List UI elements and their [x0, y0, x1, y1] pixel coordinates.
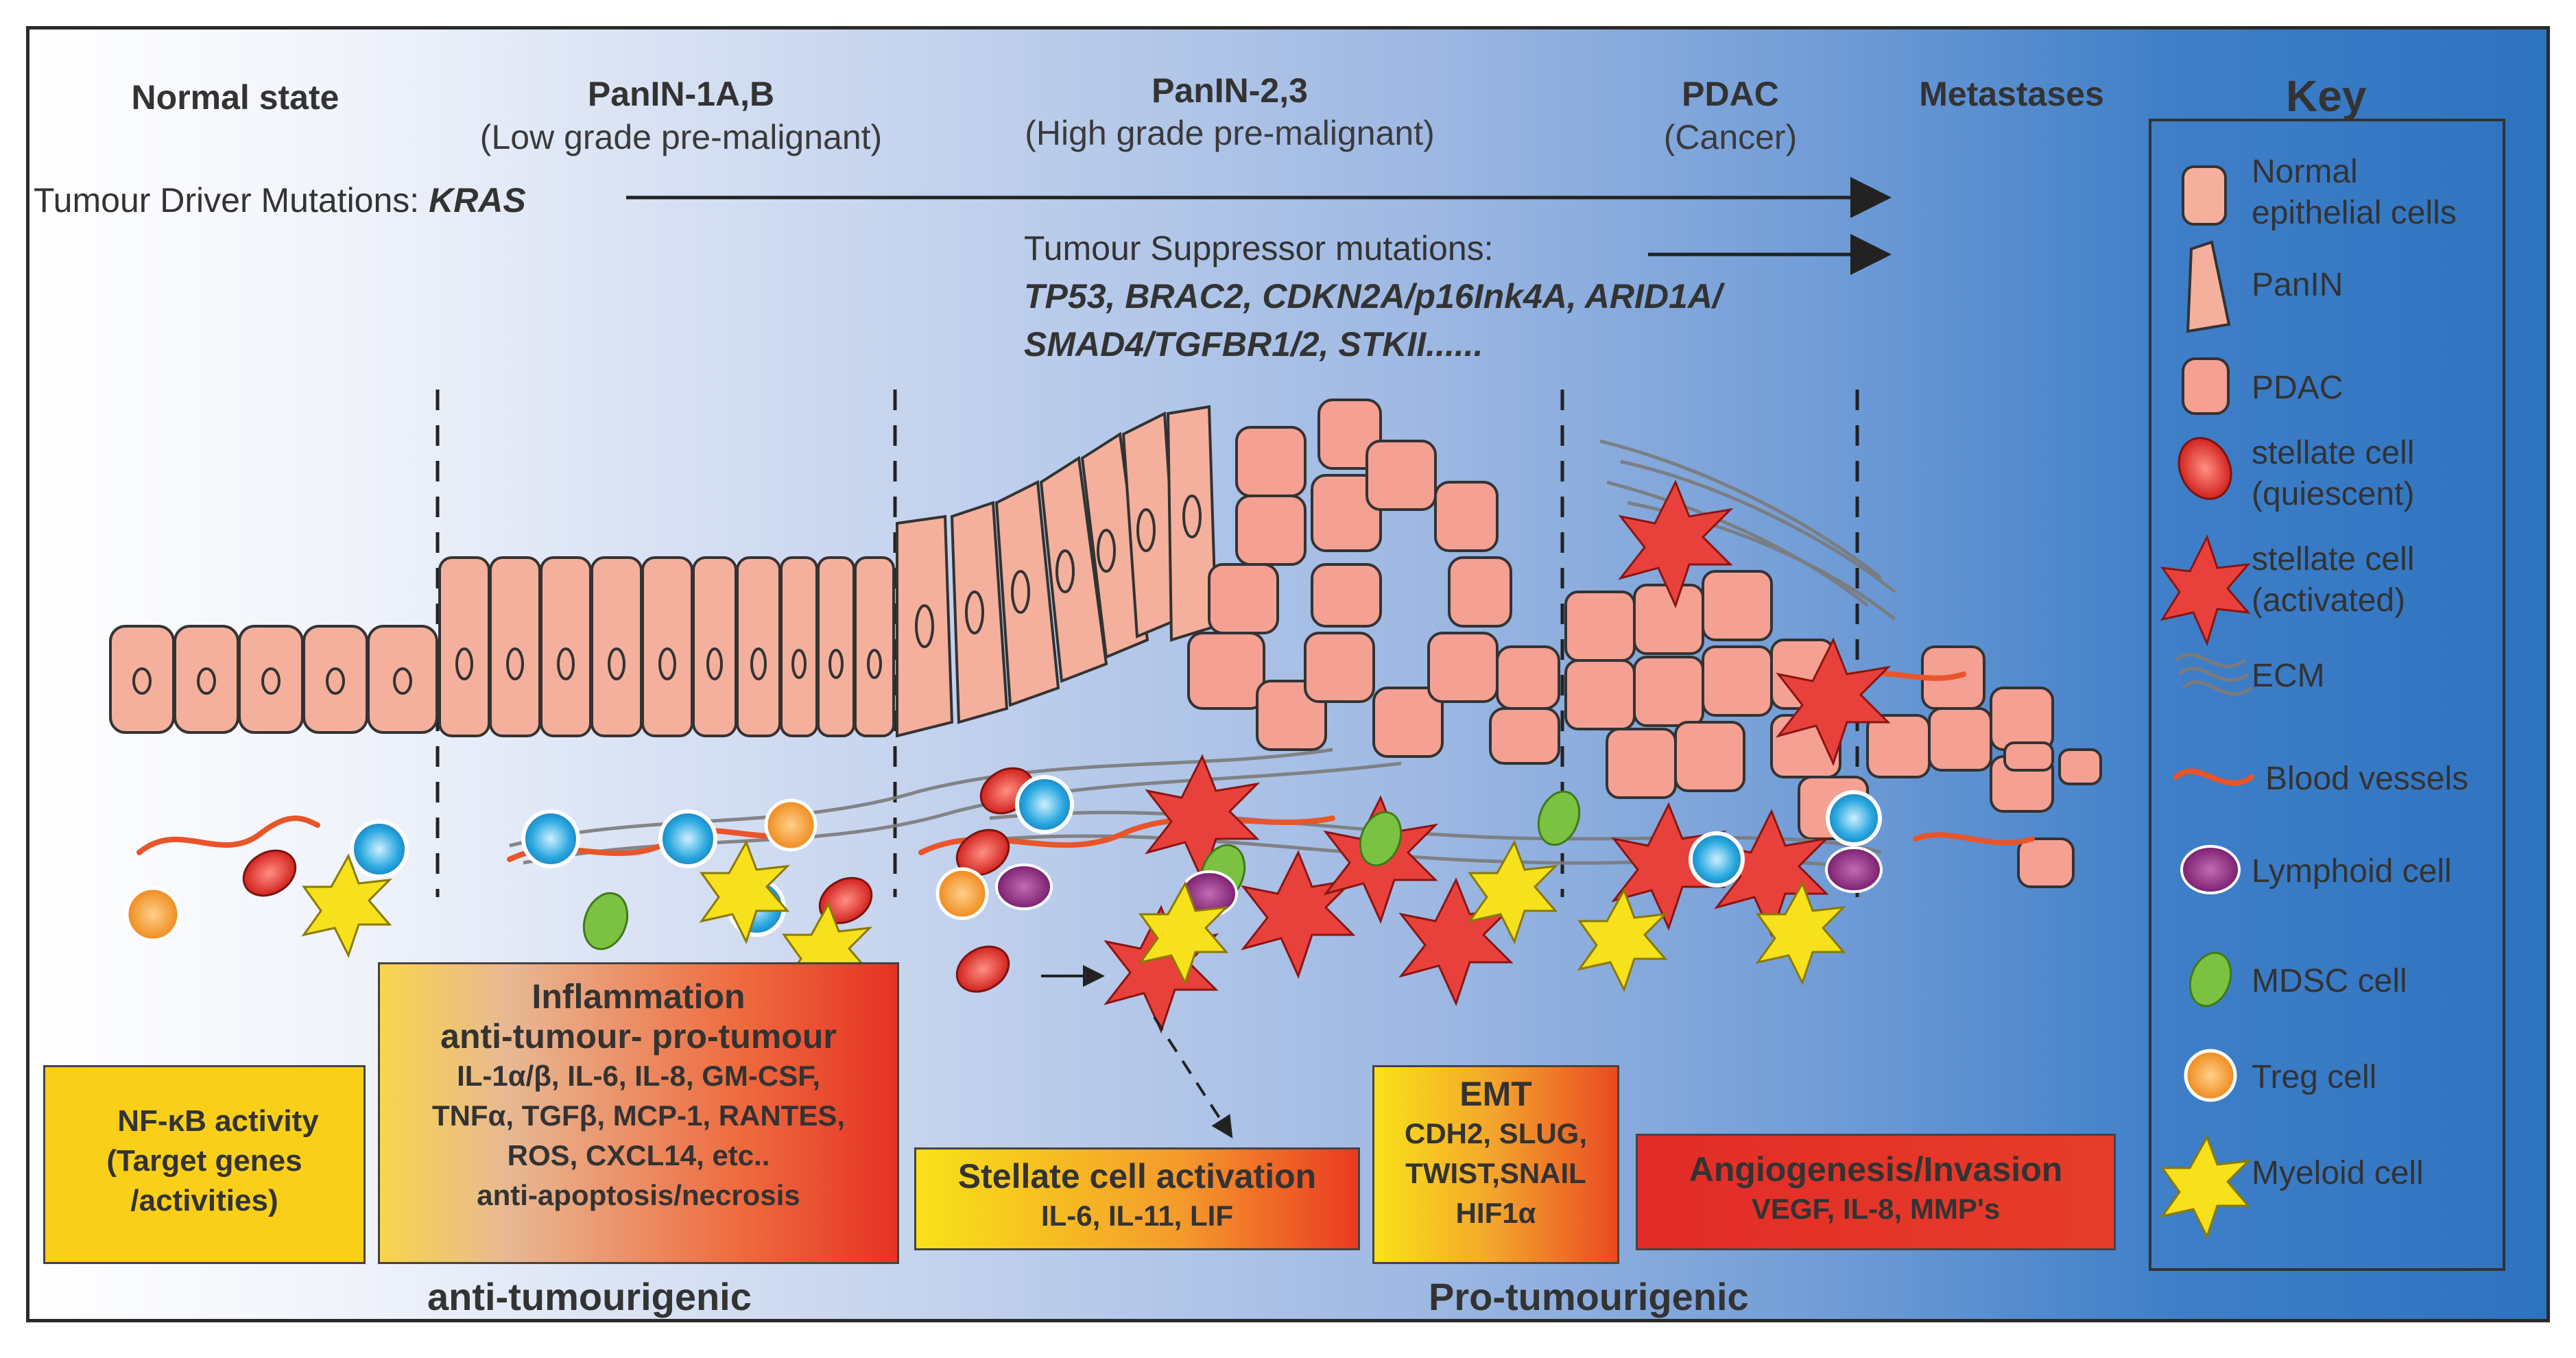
- key-label-treg: Treg cell: [2252, 1059, 2377, 1095]
- normal-epithelium: [109, 625, 438, 734]
- pdac-cell-cluster: [1187, 398, 2102, 888]
- driver-gene: KRAS: [429, 181, 526, 219]
- myeloid-cells: [301, 839, 1847, 1006]
- angio-title: Angiogenesis/Invasion: [1689, 1150, 2063, 1189]
- myeloid-cell-icon: [2160, 1134, 2252, 1239]
- panin-cell-icon: [2186, 240, 2231, 333]
- driver-mutation-text: Tumour Driver Mutations:: [34, 181, 420, 219]
- pathway-illustration: [82, 165, 2254, 1239]
- stellate-activation-dashed-arrow: [1153, 1016, 1233, 1139]
- suppressor-genes-line1: TP53, BRAC2, CDKN2A/p16Ink4A, ARID1A/: [1024, 277, 1722, 315]
- stage-subtitle-panin1: (Low grade pre-malignant): [479, 118, 883, 156]
- driver-mutation-label: Tumour Driver Mutations: KRAS: [34, 180, 526, 220]
- emt-line1: CDH2, SLUG,: [1404, 1117, 1588, 1149]
- quiescent-stellate-icon: [2178, 437, 2232, 500]
- stage-title-normal: Normal state: [131, 78, 339, 117]
- suppressor-genes-line2: SMAD4/TGFBR1/2, STKII......: [1024, 325, 1483, 364]
- activated-stellate-icon: [2160, 534, 2251, 647]
- key-label-blood-vessels: Blood vessels: [2265, 761, 2469, 797]
- angio-line1: VEGF, IL-8, MMP's: [1751, 1193, 2001, 1225]
- stellate-activation-box: Stellate cell activation IL-6, IL-11, LI…: [914, 1147, 1360, 1250]
- key-label-stellate-q-2: (quiescent): [2252, 476, 2415, 512]
- key-label-stellate-a-2: (activated): [2252, 582, 2406, 619]
- quiescent-stellate-cells: [242, 767, 1034, 993]
- key-label-panin: PanIN: [2252, 267, 2344, 303]
- lymphoid-cells: [995, 846, 1883, 917]
- key-legend: [2149, 119, 2505, 1271]
- normal-epithelial-cell-icon: [2182, 165, 2227, 226]
- stellate-box-title: Stellate cell activation: [957, 1157, 1317, 1195]
- ecm-icon: [2175, 652, 2253, 696]
- key-label-stellate-a-1: stellate cell: [2252, 541, 2415, 577]
- key-label-ecm: ECM: [2252, 658, 2325, 694]
- inflammation-box: Inflammation anti-tumour- pro-tumour IL-…: [378, 962, 899, 1264]
- emt-box: EMT CDH2, SLUG, TWIST,SNAIL HIF1α: [1372, 1065, 1619, 1264]
- emt-line3: HIF1α: [1455, 1197, 1536, 1229]
- inflammation-line2: TNFα, TGFβ, MCP-1, RANTES,: [431, 1099, 846, 1132]
- inflammation-line4: anti-apoptosis/necrosis: [477, 1179, 800, 1211]
- inflammation-line1: IL-1α/β, IL-6, IL-8, GM-CSF,: [457, 1060, 820, 1092]
- mdsc-cells: [582, 790, 1581, 951]
- nfkb-line3: /activities): [130, 1184, 278, 1217]
- key-label-mdsc: MDSC cell: [2252, 963, 2407, 999]
- blood-vessel-icon: [2173, 768, 2254, 786]
- stellate-box-line1: IL-6, IL-11, LIF: [1040, 1200, 1234, 1232]
- treg-cells: [125, 798, 989, 942]
- pro-tumourigenic-label: Pro-tumourigenic: [1429, 1275, 1749, 1318]
- nfkb-line2: (Target genes: [106, 1144, 302, 1178]
- key-label-myeloid: Myeloid cell: [2252, 1155, 2424, 1191]
- inflammation-subtitle: anti-tumour- pro-tumour: [440, 1017, 837, 1056]
- inflammation-line3: ROS, CXCL14, etc..: [507, 1139, 770, 1171]
- stage-title-pdac: PDAC: [1682, 75, 1779, 113]
- lymphoid-cell-icon: [2180, 845, 2241, 894]
- key-label-pdac: PDAC: [2252, 370, 2344, 406]
- mdsc-cell-icon: [2189, 951, 2232, 1008]
- key-label-normal-2: epithelial cells: [2252, 195, 2457, 231]
- pdac-cell-icon: [2182, 357, 2230, 415]
- stage-title-panin2: PanIN-2,3: [1152, 71, 1308, 110]
- nfkb-line1: NF-κB activity: [117, 1104, 319, 1138]
- nfkb-activity-box: NF-κB activity (Target genes /activities…: [43, 1065, 366, 1264]
- key-icons: [2160, 165, 2254, 1239]
- key-label-normal-1: Normal: [2252, 154, 2358, 190]
- key-label-lymphoid: Lymphoid cell: [2252, 853, 2452, 890]
- key-title: Key: [2286, 71, 2367, 121]
- stage-subtitle-panin2: (High grade pre-malignant): [1025, 114, 1435, 152]
- panin1-epithelium: [438, 556, 895, 737]
- stage-title-metastases: Metastases: [1919, 75, 2104, 113]
- stage-title-panin1: PanIN-1A,B: [587, 75, 775, 113]
- panin2-epithelium: [896, 405, 1218, 738]
- angiogenesis-box: Angiogenesis/Invasion VEGF, IL-8, MMP's: [1636, 1134, 2116, 1250]
- emt-line2: TWIST,SNAIL: [1405, 1157, 1586, 1189]
- inflammation-title: Inflammation: [532, 977, 746, 1016]
- suppressor-mutation-label: Tumour Suppressor mutations:: [1024, 229, 1494, 267]
- key-label-stellate-q-1: stellate cell: [2252, 435, 2415, 471]
- anti-tumourigenic-label: anti-tumourigenic: [427, 1275, 752, 1318]
- treg-cell-icon: [2184, 1049, 2237, 1102]
- diagram-panel: Normal state PanIN-1A,B (Low grade pre-m…: [26, 26, 2550, 1322]
- stage-subtitle-pdac: (Cancer): [1663, 118, 1798, 156]
- emt-title: EMT: [1459, 1075, 1532, 1113]
